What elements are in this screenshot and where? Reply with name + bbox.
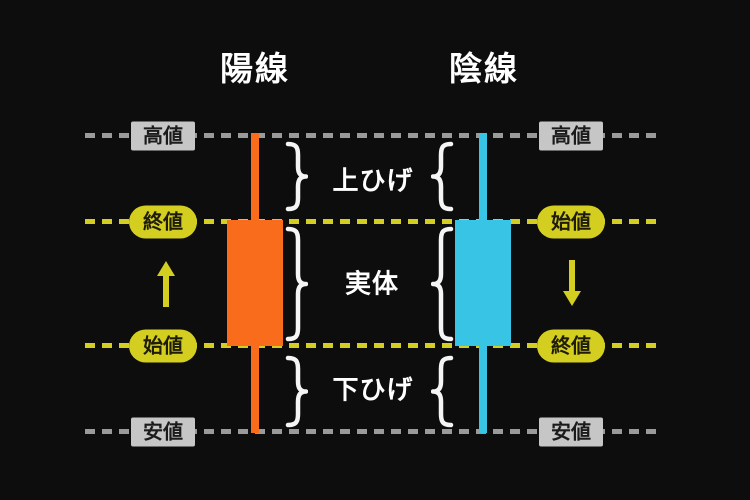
high-dashed-line — [85, 133, 663, 138]
bearish-body-brace-icon — [431, 226, 454, 342]
body-label: 実体 — [344, 269, 400, 300]
bullish-upper-shadow-brace-icon — [285, 141, 308, 212]
bearish-open-label: 始値 — [537, 205, 605, 239]
bearish-close-label: 終値 — [537, 329, 605, 363]
bearish-high-label: 高値 — [539, 121, 603, 151]
bearish-candle-body — [455, 220, 511, 346]
bullish-candle-body — [227, 220, 283, 346]
bearish-low-label: 安値 — [539, 417, 603, 447]
bullish-lower-shadow-brace-icon — [285, 355, 308, 428]
lower-shadow-label: 下ひげ — [332, 375, 414, 406]
upper-price-dashed-line — [85, 219, 663, 224]
bullish-open-label: 始値 — [129, 329, 197, 363]
bearish-title: 陰線 — [449, 49, 519, 88]
bullish-body-brace-icon — [285, 226, 308, 342]
upper-shadow-label: 上ひげ — [332, 166, 414, 197]
bullish-low-label: 安値 — [131, 417, 195, 447]
price-up-arrow-icon — [157, 261, 175, 307]
bearish-lower-shadow-brace-icon — [431, 355, 454, 428]
bullish-high-label: 高値 — [131, 121, 195, 151]
bullish-title: 陽線 — [220, 49, 290, 88]
bullish-close-label: 終値 — [129, 205, 197, 239]
low-dashed-line — [85, 429, 663, 434]
price-down-arrow-icon — [563, 260, 581, 306]
bearish-upper-shadow-brace-icon — [431, 141, 454, 212]
lower-price-dashed-line — [85, 343, 663, 348]
